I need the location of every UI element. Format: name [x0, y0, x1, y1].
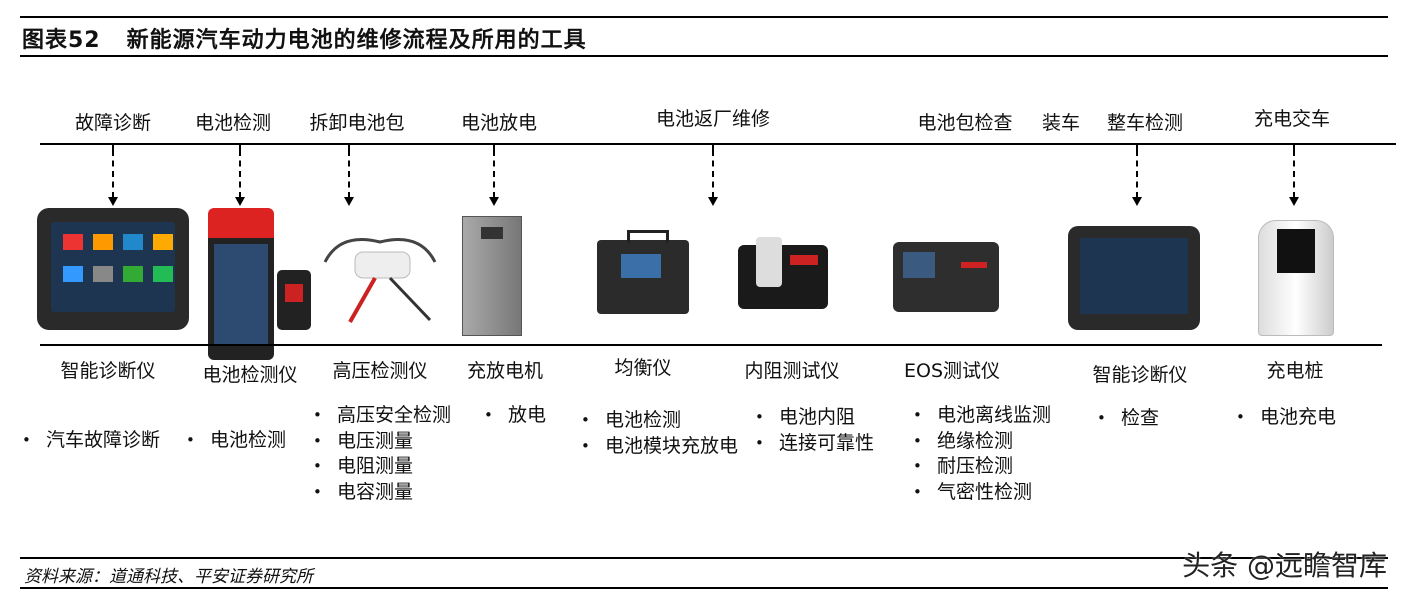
bottom-rule	[20, 587, 1388, 589]
list-item: 电池离线监测	[913, 403, 1051, 429]
tool-name: 充放电机	[466, 360, 544, 382]
arrow-down-icon	[344, 150, 354, 206]
battery-tester-image	[208, 208, 274, 360]
high-voltage-tester-image	[320, 222, 440, 326]
function-list: 电池内阻连接可靠性	[755, 405, 874, 456]
tool-name: 充电桩	[1266, 360, 1324, 382]
tool-name: EOS测试仪	[903, 360, 1001, 382]
balancer-image	[597, 230, 689, 314]
tool-name: 均衡仪	[614, 357, 672, 379]
list-item: 气密性检测	[913, 480, 1051, 506]
list-item: 耐压检测	[913, 454, 1051, 480]
internal-resistance-tester-image	[738, 237, 828, 309]
arrow-down-icon	[1289, 150, 1299, 206]
function-list: 电池充电	[1236, 405, 1336, 431]
watermark: 头条 @远瞻智库	[1182, 549, 1387, 582]
eos-tester-image	[893, 242, 999, 312]
step-label: 电池包检查	[917, 112, 1013, 134]
charge-discharge-machine-image	[462, 216, 522, 336]
list-item: 电容测量	[313, 480, 451, 506]
step-label: 装车	[1041, 112, 1081, 134]
diagnostic-tablet-image	[1068, 226, 1200, 330]
list-item: 电压测量	[313, 429, 451, 455]
process-line	[40, 143, 1396, 145]
function-list: 汽车故障诊断	[22, 428, 160, 454]
list-item: 汽车故障诊断	[22, 428, 160, 454]
list-item: 绝缘检测	[913, 429, 1051, 455]
list-item: 连接可靠性	[755, 431, 874, 457]
step-label: 故障诊断	[74, 112, 152, 134]
source-note: 资料来源：道通科技、平安证券研究所	[24, 567, 313, 587]
tool-name: 智能诊断仪	[1092, 364, 1188, 386]
function-list: 放电	[484, 403, 546, 429]
list-item: 电池充电	[1236, 405, 1336, 431]
step-label: 电池检测	[194, 112, 272, 134]
step-label: 充电交车	[1253, 108, 1331, 130]
figure-number: 图表52	[22, 28, 101, 53]
list-item: 电池检测	[186, 428, 286, 454]
list-item: 电池内阻	[755, 405, 874, 431]
function-list: 检查	[1097, 406, 1159, 432]
step-label: 电池返厂维修	[655, 108, 771, 130]
tool-name: 智能诊断仪	[60, 360, 156, 382]
step-label: 电池放电	[460, 112, 538, 134]
arrow-down-icon	[708, 150, 718, 206]
list-item: 高压安全检测	[313, 403, 451, 429]
figure-title: 图表52 新能源汽车动力电池的维修流程及所用的工具	[22, 22, 587, 54]
vci-dongle-image	[277, 270, 311, 330]
function-list: 电池检测电池模块充放电	[581, 408, 741, 459]
diagnostic-tablet-image	[37, 208, 189, 330]
charging-pile-image	[1258, 220, 1334, 336]
list-item: 放电	[484, 403, 546, 429]
step-label: 整车检测	[1106, 112, 1184, 134]
figure-title-text: 新能源汽车动力电池的维修流程及所用的工具	[126, 28, 587, 53]
list-item: 电池模块充放电	[581, 434, 741, 460]
tool-name: 高压检测仪	[332, 360, 428, 382]
list-item: 电阻测量	[313, 454, 451, 480]
step-label: 拆卸电池包	[309, 112, 405, 134]
function-list: 高压安全检测电压测量电阻测量电容测量	[313, 403, 451, 505]
arrow-down-icon	[108, 150, 118, 206]
list-item: 电池检测	[581, 408, 741, 434]
tool-name: 内阻测试仪	[744, 360, 840, 382]
arrow-down-icon	[235, 150, 245, 206]
title-rule	[20, 55, 1388, 57]
function-list: 电池离线监测绝缘检测耐压检测气密性检测	[913, 403, 1051, 505]
function-list: 电池检测	[186, 428, 286, 454]
divider-line	[40, 344, 1382, 346]
arrow-down-icon	[489, 150, 499, 206]
tool-name: 电池检测仪	[202, 364, 298, 386]
top-rule	[20, 16, 1388, 18]
list-item: 检查	[1097, 406, 1159, 432]
footer-rule	[20, 557, 1388, 559]
arrow-down-icon	[1132, 150, 1142, 206]
